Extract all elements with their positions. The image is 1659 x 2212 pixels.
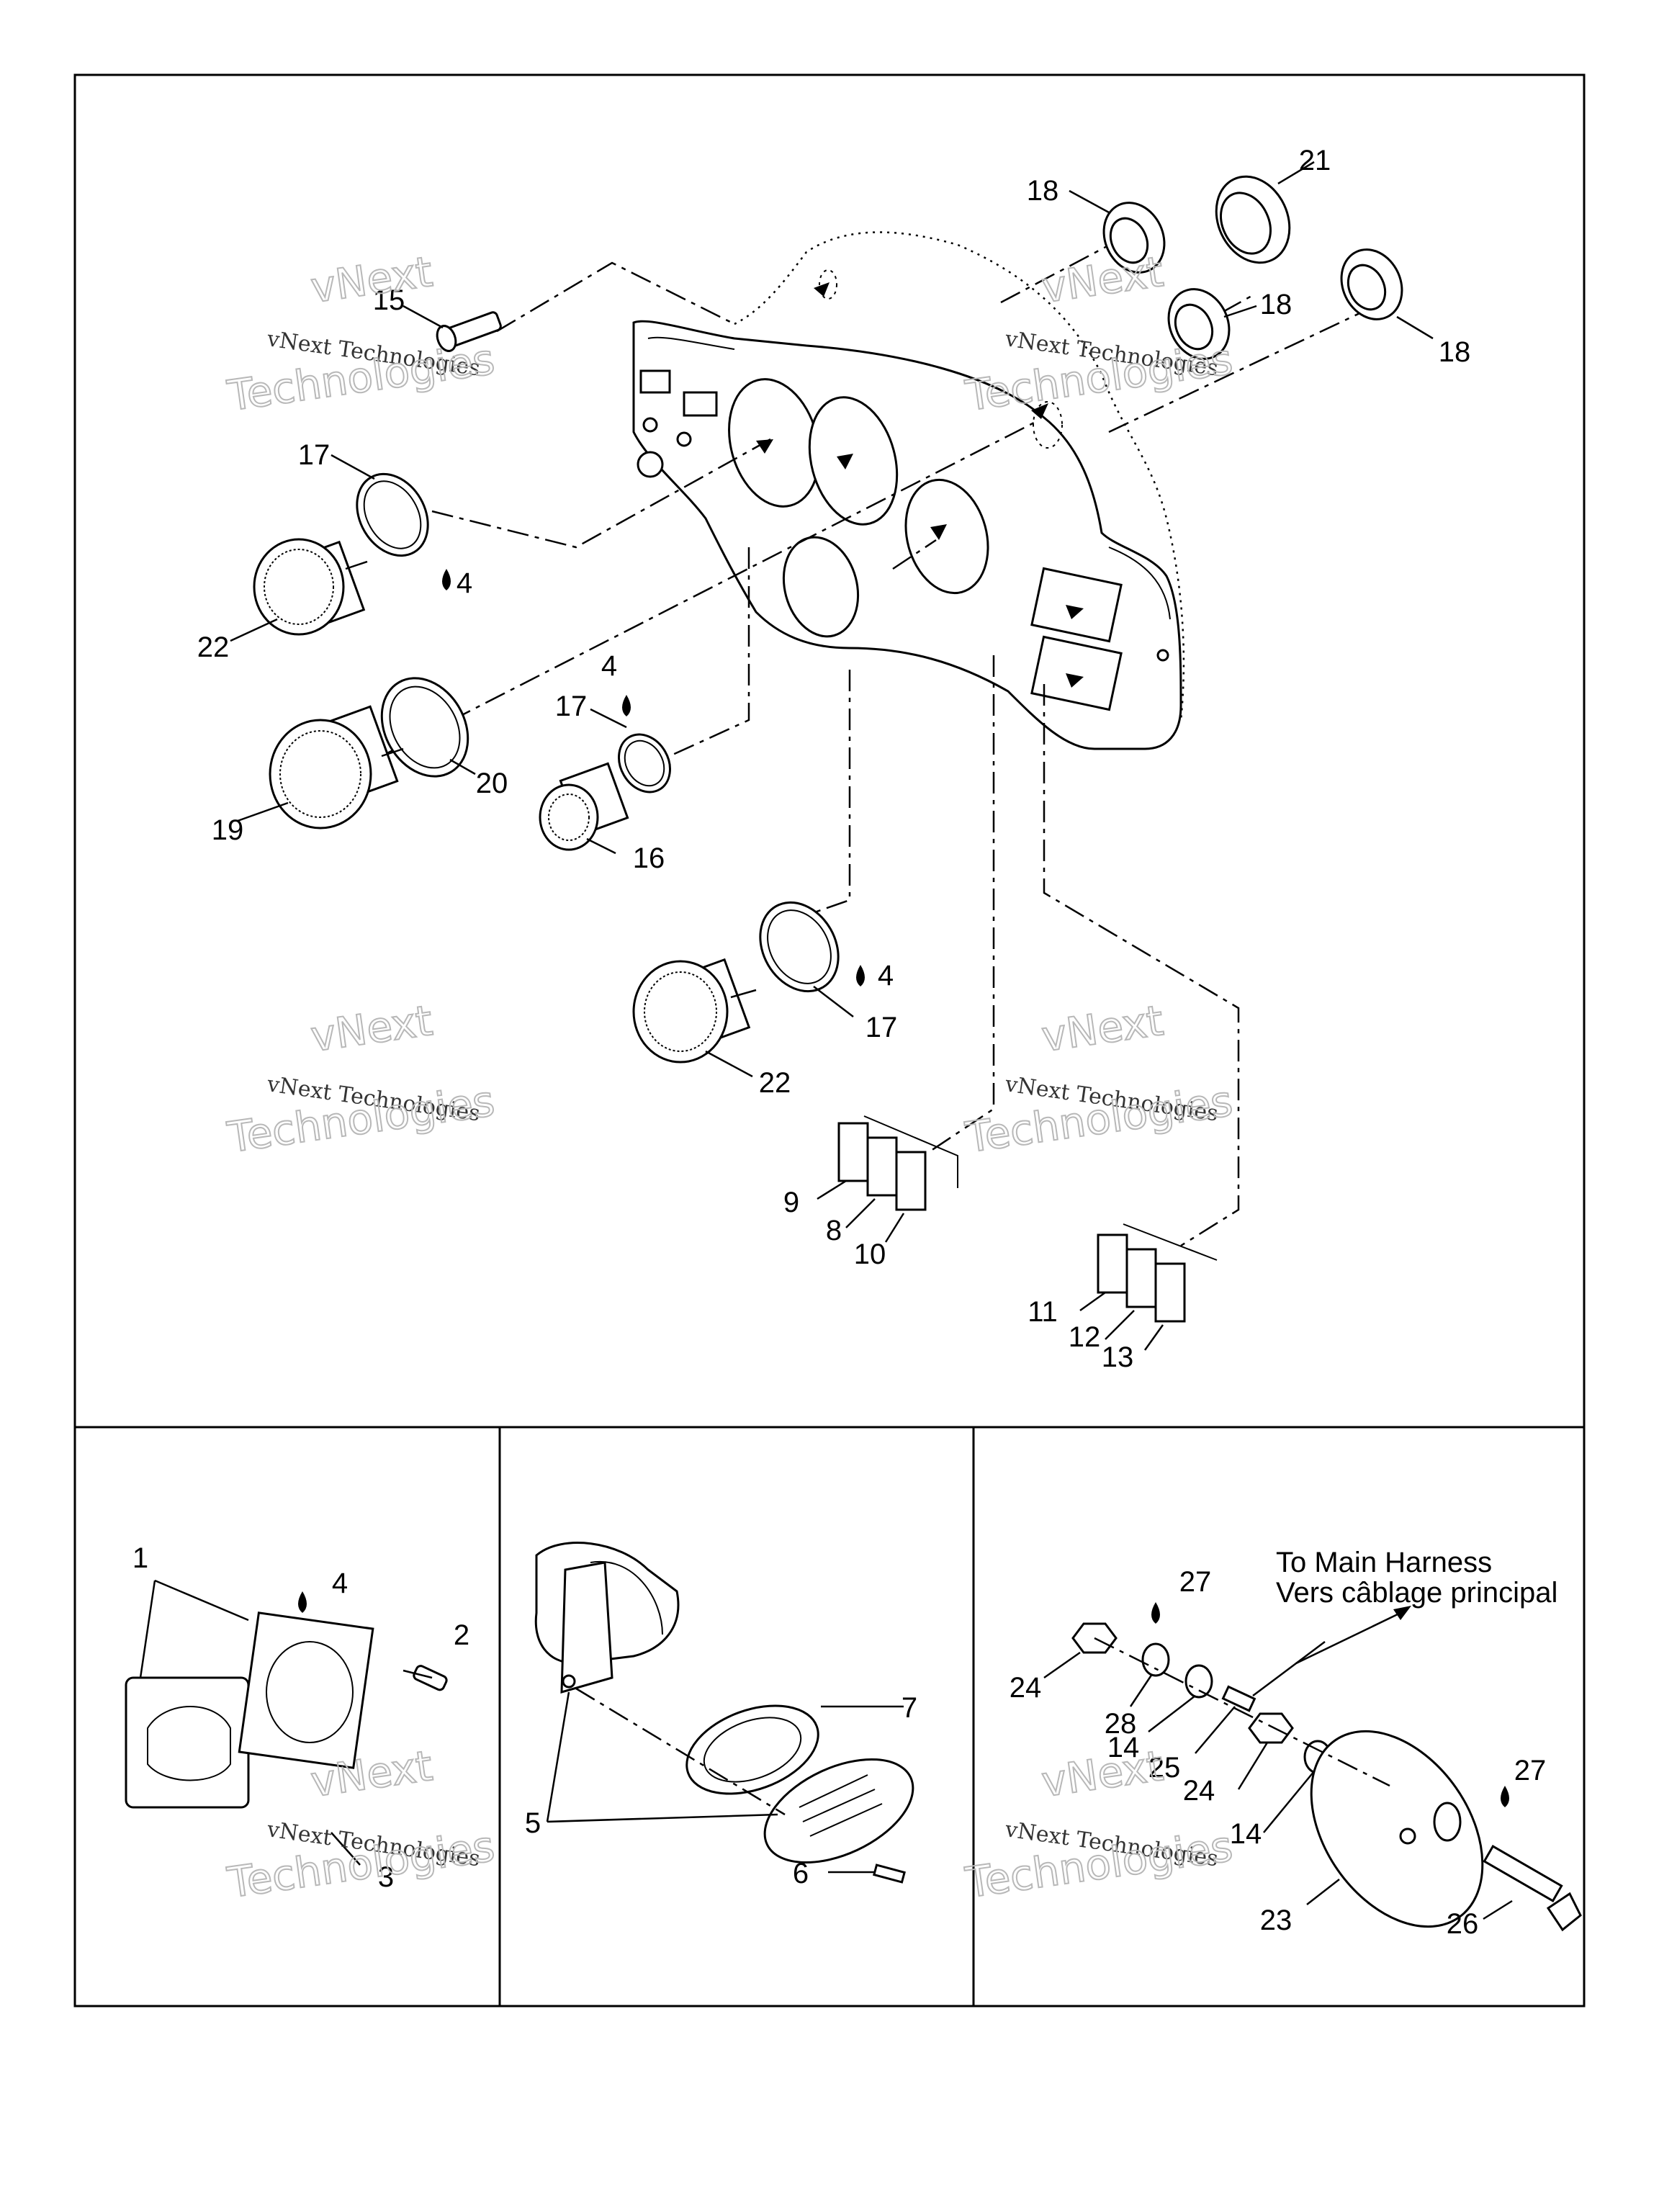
callout-label: 24	[1010, 1672, 1042, 1704]
part-25-bulb	[1221, 1641, 1326, 1712]
part-20-gasket	[380, 677, 469, 778]
watermark-vnext: vNext	[1038, 247, 1166, 313]
callout-label: 3	[378, 1861, 394, 1893]
callout-label: 4	[457, 567, 472, 599]
part-17-gasket-b	[618, 733, 671, 793]
callout-label: 24	[1183, 1775, 1215, 1807]
callout-label: 8	[826, 1215, 842, 1246]
callout-label: 2	[454, 1619, 469, 1651]
callout-leaders	[230, 161, 1513, 1920]
part-22-gauge-a	[253, 538, 368, 636]
watermark-vnext: vNext	[307, 996, 435, 1061]
callout-label: 21	[1299, 145, 1331, 176]
part-5-horn	[534, 1542, 680, 1694]
callout-label: 14	[1107, 1732, 1140, 1763]
callout-label: 4	[878, 960, 894, 992]
part-18-nut-a	[1102, 202, 1166, 274]
callout-label: 18	[1027, 175, 1059, 207]
callout-label: 25	[1148, 1752, 1181, 1784]
watermark-vnext: vNext	[307, 247, 435, 313]
part-24-nut-b	[1248, 1712, 1294, 1744]
part-19-gauge	[269, 705, 404, 830]
callout-label: 20	[476, 768, 508, 799]
part-6-screw	[873, 1863, 906, 1884]
harness-note-line2: Vers câblage principal	[1276, 1577, 1557, 1609]
part-22-gauge-b	[632, 958, 757, 1064]
part-26-bolt	[1483, 1845, 1582, 1932]
callout-label: 4	[332, 1568, 348, 1599]
harness-note-line1: To Main Harness	[1276, 1547, 1492, 1578]
dashboard-panel	[632, 231, 1185, 750]
part-17-gasket-c	[759, 901, 840, 993]
callout-label: 22	[759, 1067, 791, 1099]
callout-label: 14	[1230, 1818, 1262, 1850]
harness-note: To Main Harness Vers câblage principal	[1276, 1547, 1557, 1609]
callout-label: 22	[197, 631, 230, 663]
part-23-housing	[1310, 1730, 1484, 1928]
switch-group-right	[1097, 1223, 1218, 1323]
watermark-vnext: vNext	[1038, 996, 1166, 1061]
callout-label: 15	[373, 284, 405, 316]
horn-grille	[763, 1758, 914, 1864]
callout-label: 17	[298, 439, 331, 471]
callout-label: 4	[601, 650, 617, 682]
callout-label: 18	[1439, 336, 1471, 368]
callout-label: 7	[902, 1692, 917, 1724]
callout-label: 27	[1179, 1566, 1212, 1598]
callout-label: 27	[1514, 1755, 1547, 1786]
part-16-meter	[539, 762, 629, 851]
watermark-vnext: vNext	[1038, 1741, 1166, 1807]
callout-label: 11	[1028, 1296, 1058, 1328]
part-17-gasket-a	[356, 472, 429, 557]
part-18-nut-c	[1340, 248, 1403, 320]
part-28-washer	[1141, 1642, 1170, 1677]
oil-drop-icon	[298, 569, 1509, 1807]
part-15-bulb	[436, 311, 502, 352]
callout-label: 5	[525, 1807, 541, 1839]
callout-label: 12	[1069, 1321, 1101, 1353]
part-14-washer-a	[1184, 1664, 1213, 1699]
callout-label: 28	[1105, 1708, 1137, 1740]
part-21-nut	[1215, 175, 1291, 264]
callout-label: 18	[1260, 289, 1292, 320]
callout-label: 17	[866, 1012, 898, 1043]
part-1-bezel	[125, 1579, 374, 1809]
part-7-gasket	[685, 1704, 819, 1795]
callout-label: 23	[1260, 1905, 1292, 1936]
part-18-nut-b	[1167, 288, 1231, 360]
callout-label: 16	[633, 842, 665, 874]
callout-labels: 15 18 21 18 18 17 4 22 4 17 20 19 16 4 1…	[132, 145, 1546, 1940]
callout-label: 13	[1102, 1341, 1134, 1373]
callout-label: 1	[132, 1542, 148, 1574]
callout-label: 9	[783, 1187, 799, 1218]
callout-label: 6	[793, 1858, 809, 1889]
callout-label: 19	[212, 814, 244, 846]
switch-group-left	[837, 1115, 958, 1211]
callout-label: 17	[555, 691, 588, 722]
diagram-frame	[73, 73, 1586, 2008]
callout-label: 26	[1447, 1908, 1479, 1940]
callout-label: 10	[854, 1238, 886, 1270]
